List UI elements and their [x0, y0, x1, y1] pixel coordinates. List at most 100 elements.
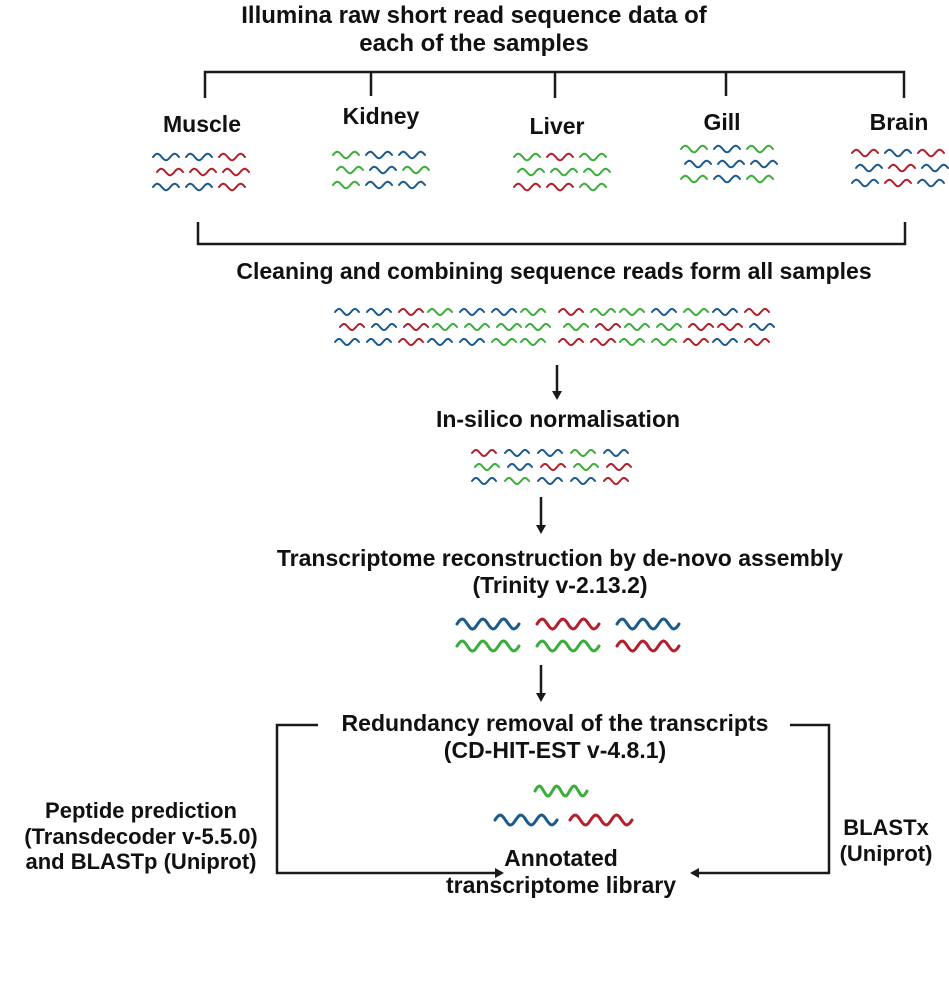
header-line-1: Illumina raw short read sequence data of: [241, 2, 707, 29]
normalised-read-1-4: [570, 449, 596, 458]
combined-read-2-4: [432, 323, 458, 332]
sample-gill-read-1: [680, 144, 708, 154]
sample-liver-read-9: [579, 182, 607, 192]
combined-read-2-13: [717, 323, 743, 332]
sample-kidney-read-6: [402, 165, 430, 175]
combined-read-2-9: [595, 323, 621, 332]
normalised-read-1-5: [603, 449, 629, 458]
bottom-bracket: [196, 222, 907, 246]
sample-brain-read-2: [884, 148, 912, 158]
normalised-read-1-2: [504, 449, 530, 458]
sample-kidney-read-7: [332, 180, 360, 190]
sample-brain-read-9: [917, 178, 945, 188]
sample-label-gill: Gill: [703, 109, 741, 135]
nonredundant-transcript-2: [493, 813, 559, 827]
combined-read-2-14: [749, 323, 775, 332]
combined-read-3-4: [427, 338, 453, 347]
sample-kidney-read-9: [398, 180, 426, 190]
normalised-read-1-1: [471, 449, 497, 458]
sample-liver-read-4: [517, 167, 545, 177]
combined-read-2-12: [688, 323, 714, 332]
side-left-line-1: Peptide prediction: [45, 798, 237, 823]
combined-read-2-5: [464, 323, 490, 332]
redundancy-line-1: Redundancy removal of the transcripts: [341, 710, 769, 736]
combined-read-3-5: [459, 338, 485, 347]
side-right-line-2: (Uniprot): [839, 840, 933, 866]
sample-liver-read-7: [513, 182, 541, 192]
sample-muscle-read-4: [156, 167, 184, 177]
normalised-read-2-5: [606, 463, 632, 472]
sample-kidney-read-5: [369, 165, 397, 175]
normalised-read-3-5: [603, 477, 629, 486]
sample-brain-read-1: [851, 148, 879, 158]
sample-brain-read-4: [855, 163, 883, 173]
assembled-transcript-1-2: [535, 617, 601, 631]
combined-read-3-7: [520, 338, 546, 347]
sample-gill-read-2: [713, 144, 741, 154]
combined-read-1-5: [459, 308, 485, 317]
combined-read-1-3: [398, 308, 424, 317]
combined-read-3-6: [491, 338, 517, 347]
assembly-line-2: (Trinity v-2.13.2): [472, 571, 648, 598]
combined-read-3-2: [366, 338, 392, 347]
sample-brain-read-8: [884, 178, 912, 188]
header-line-2: each of the samples: [359, 30, 589, 58]
sample-gill-read-4: [684, 159, 712, 169]
step-normalise-label: In-silico normalisation: [435, 406, 681, 432]
sample-brain-read-3: [917, 148, 945, 158]
normalised-read-2-4: [573, 463, 599, 472]
combined-read-1-2: [366, 308, 392, 317]
sample-kidney-read-1: [332, 150, 360, 160]
header-title: Illumina raw short read sequence data of…: [241, 2, 706, 58]
assembly-line-1: Transcriptome reconstruction by de-novo …: [276, 545, 844, 571]
side-left-line-3: and BLASTp (Uniprot): [25, 849, 257, 875]
combined-read-3-10: [619, 338, 645, 347]
combined-read-2-10: [624, 323, 650, 332]
assembled-transcript-2-3: [615, 639, 681, 653]
combined-read-3-12: [683, 338, 709, 347]
normalised-read-3-3: [537, 477, 563, 486]
combined-read-1-4: [427, 308, 453, 317]
step-redundancy-label: Redundancy removal of the transcripts (C…: [342, 710, 769, 764]
result-line-1: Annotated: [504, 845, 618, 871]
sample-kidney-read-4: [336, 165, 364, 175]
sample-gill-read-3: [746, 144, 774, 154]
sample-kidney-read-3: [398, 150, 426, 160]
redundancy-line-2: (CD-HIT-EST v-4.8.1): [443, 736, 667, 763]
combined-read-3-13: [712, 338, 738, 347]
combined-read-1-6: [491, 308, 517, 317]
normalised-read-3-2: [504, 477, 530, 486]
sample-muscle-read-6: [222, 167, 250, 177]
combined-read-3-1: [334, 338, 360, 347]
right-loop-arrow: [690, 723, 831, 878]
combined-read-2-11: [656, 323, 682, 332]
combined-read-2-3: [403, 323, 429, 332]
combined-read-1-14: [744, 308, 770, 317]
sample-liver-read-1: [513, 152, 541, 162]
sample-muscle-read-9: [218, 182, 246, 192]
combined-read-1-12: [683, 308, 709, 317]
combined-read-3-14: [744, 338, 770, 347]
sample-label-kidney: Kidney: [342, 103, 420, 129]
combined-read-3-8: [558, 338, 584, 347]
combined-read-1-1: [334, 308, 360, 317]
combined-read-2-7: [525, 323, 551, 332]
combined-read-3-9: [590, 338, 616, 347]
sample-brain-read-6: [921, 163, 949, 173]
combined-read-1-13: [712, 308, 738, 317]
combined-read-2-6: [496, 323, 522, 332]
side-right-line-1: BLASTx: [843, 815, 929, 840]
normalised-read-3-1: [471, 477, 497, 486]
normalised-read-3-4: [570, 477, 596, 486]
assembled-transcript-2-1: [455, 639, 521, 653]
combined-read-1-8: [558, 308, 584, 317]
sample-label-muscle: Muscle: [163, 111, 241, 137]
sample-liver-read-8: [546, 182, 574, 192]
sample-liver-read-3: [579, 152, 607, 162]
sample-muscle-read-2: [185, 152, 213, 162]
normalised-read-1-3: [537, 449, 563, 458]
sample-gill-read-8: [713, 174, 741, 184]
sample-muscle-read-1: [152, 152, 180, 162]
